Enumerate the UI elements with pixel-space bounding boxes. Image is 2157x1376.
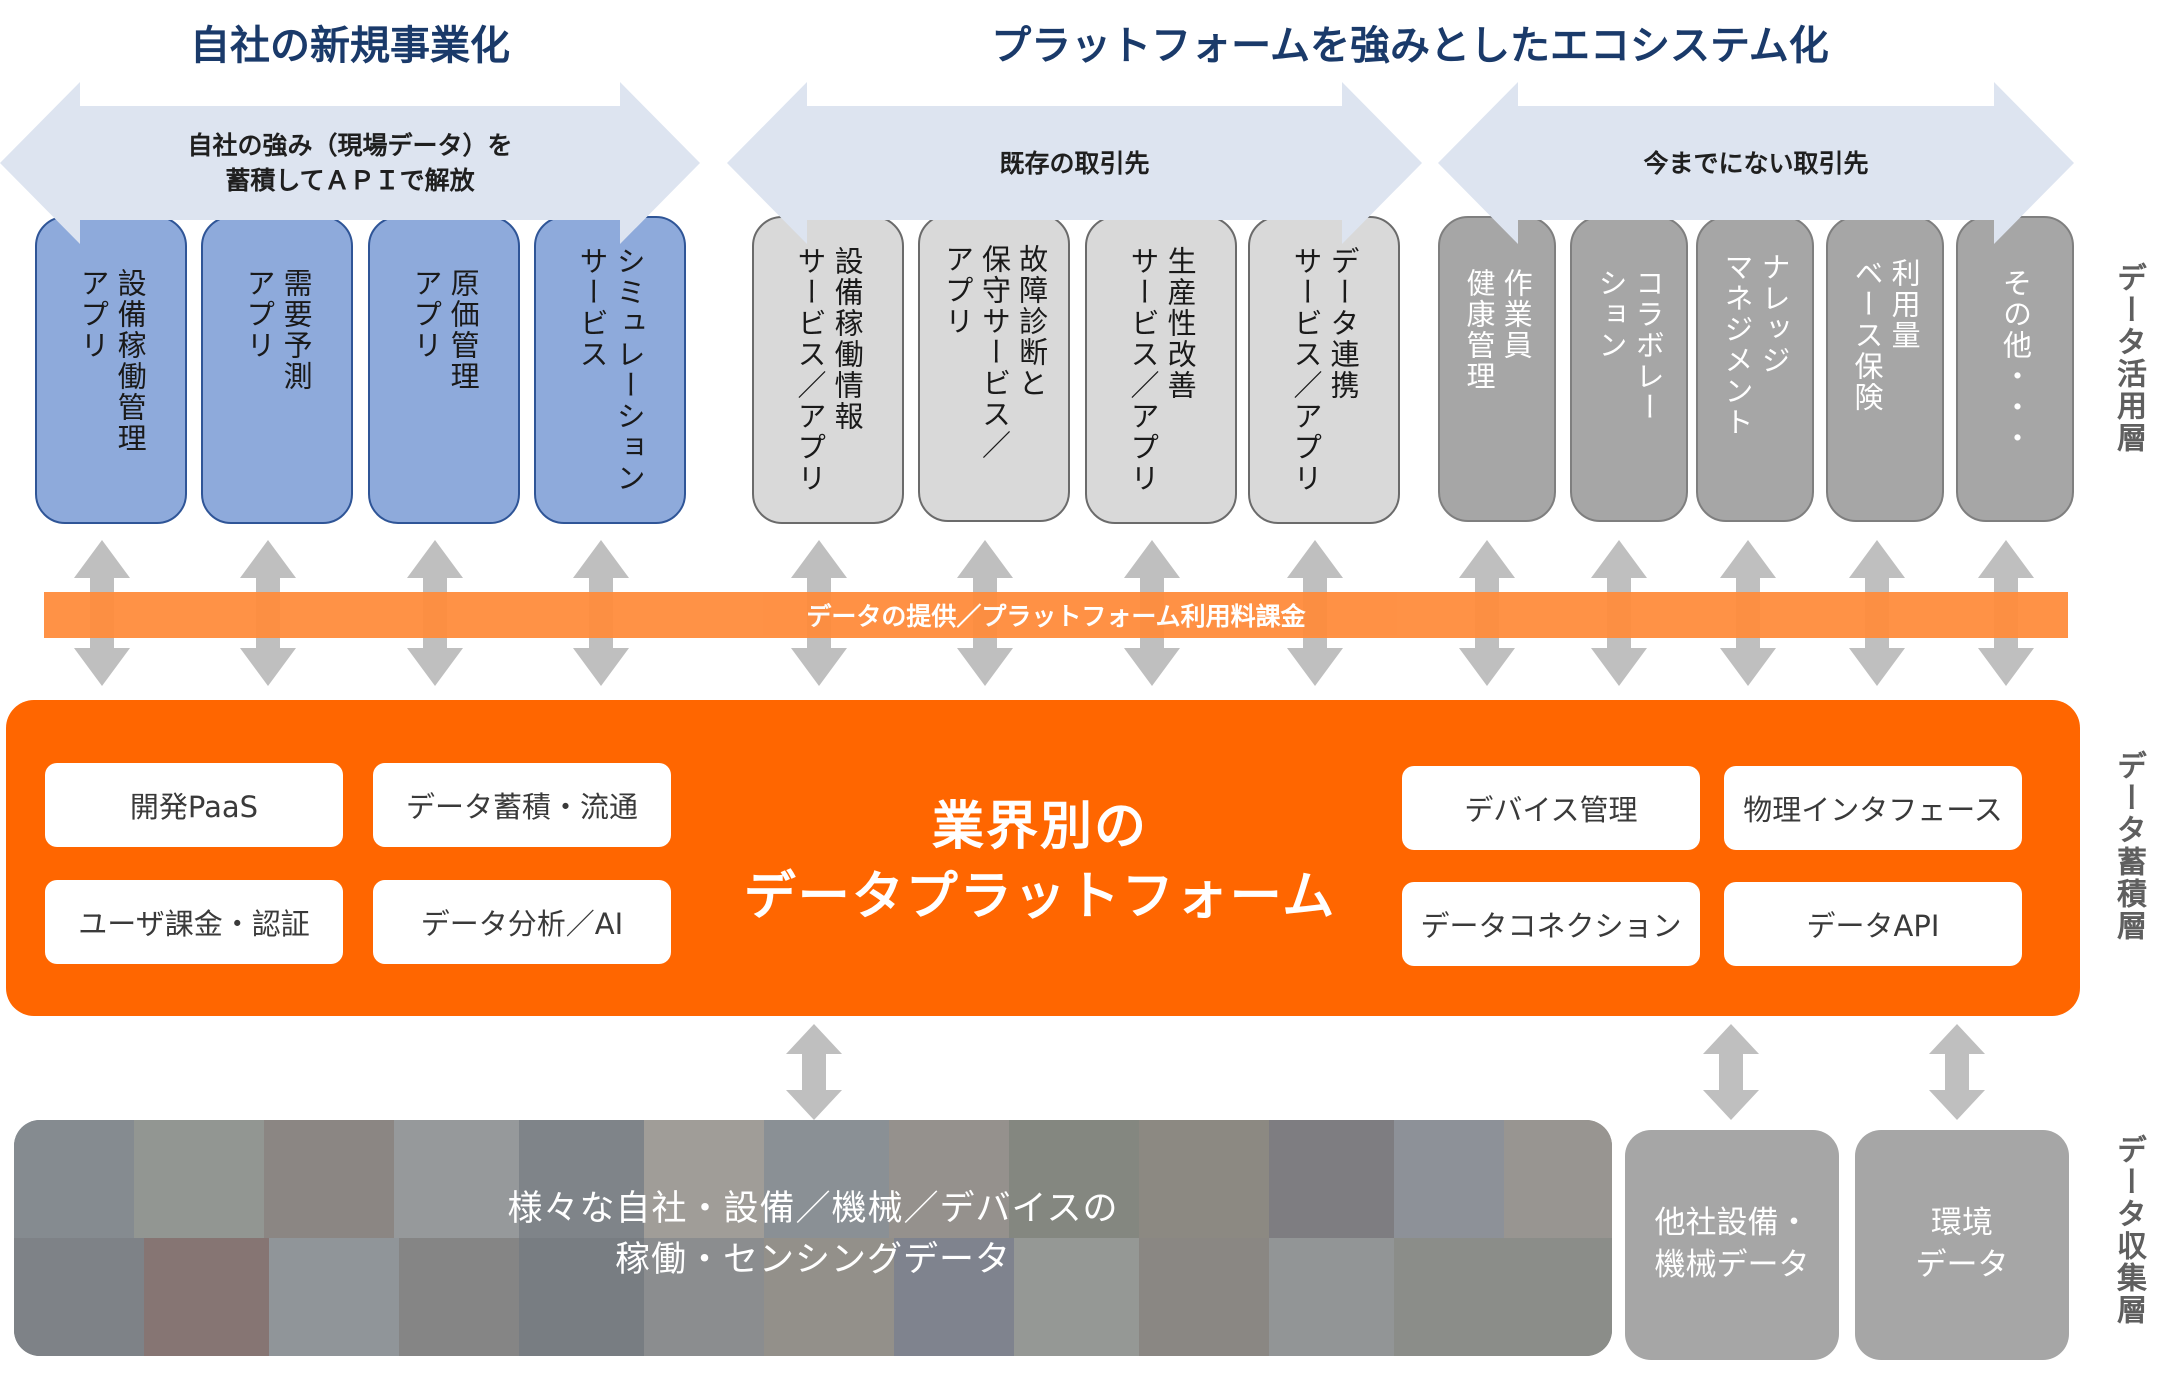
module-dev-paas[interactable]: 開発PaaS: [45, 763, 343, 847]
app-card-label: 設備稼働情報 サービス／アプリ: [793, 246, 865, 494]
heading-own-business: 自社の新規事業化: [190, 23, 510, 69]
app-card-data-integration[interactable]: データ連携 サービス／アプリ: [1248, 216, 1400, 524]
module-label: データ蓄積・流通: [405, 790, 638, 824]
module-label: データコネクション: [1420, 909, 1682, 943]
app-card-label: 設備稼働管理 アプリ: [76, 268, 148, 454]
banner-new-partners: 今までにない取引先: [1438, 82, 2074, 244]
double-arrow-icon: [786, 1024, 842, 1120]
source-label: 他社設備・ 機械データ: [1654, 1205, 1810, 1283]
module-device-management[interactable]: デバイス管理: [1402, 766, 1700, 850]
app-card-demand-forecast[interactable]: 需要予測 アプリ: [201, 216, 353, 524]
app-card-fault-diagnosis[interactable]: 故障診断と 保守サービス／ アプリ: [918, 214, 1070, 522]
app-card-cost-management[interactable]: 原価管理 アプリ: [368, 216, 520, 524]
module-label: 開発PaaS: [129, 790, 259, 824]
layer-label-collection: データ収集層: [2111, 1134, 2146, 1326]
app-card-worker-health[interactable]: 作業員 健康管理: [1438, 216, 1556, 522]
double-arrow-icon: [1703, 1024, 1759, 1120]
banner-own-strength: 自社の強み（現場データ）を 蓄積してＡＰＩで解放: [0, 82, 700, 244]
app-card-simulation[interactable]: シミュレーション サービス: [534, 216, 686, 524]
module-data-api[interactable]: データAPI: [1724, 882, 2022, 966]
module-physical-interface[interactable]: 物理インタフェース: [1724, 766, 2022, 850]
banner-new-partners-label: 今までにない取引先: [1643, 148, 1869, 178]
app-card-label: データ連携 サービス／アプリ: [1289, 246, 1361, 494]
banner-existing-partners-label: 既存の取引先: [999, 148, 1150, 178]
banner-arrow-shape: [1438, 82, 2074, 244]
module-data-storage-distribution[interactable]: データ蓄積・流通: [373, 763, 671, 847]
app-card-equipment-operation[interactable]: 設備稼働管理 アプリ: [35, 216, 187, 524]
banner-arrow-shape: [0, 82, 700, 244]
app-card-label: コラボレー ション: [1594, 268, 1666, 423]
module-label: 物理インタフェース: [1743, 793, 2003, 827]
own-sensing-data-photo-collage: 様々な自社・設備／機械／デバイスの 稼働・センシングデータ: [14, 1120, 1612, 1356]
banner-arrow-shape: [727, 82, 1422, 244]
module-data-connection[interactable]: データコネクション: [1402, 882, 1700, 966]
module-label: デバイス管理: [1464, 793, 1638, 827]
app-card-equipment-info-service[interactable]: 設備稼働情報 サービス／アプリ: [752, 216, 904, 524]
module-user-billing-auth[interactable]: ユーザ課金・認証: [45, 880, 343, 964]
app-card-collaboration[interactable]: コラボレー ション: [1570, 216, 1688, 522]
app-card-productivity[interactable]: 生産性改善 サービス／アプリ: [1085, 216, 1237, 524]
app-card-label: 原価管理 アプリ: [409, 268, 481, 392]
layer-label-usage: データ活用層: [2111, 262, 2146, 454]
app-card-label: 生産性改善 サービス／アプリ: [1126, 246, 1198, 494]
band-label: データの提供／プラットフォーム利用料課金: [806, 602, 1306, 631]
other-company-equipment-data: 他社設備・ 機械データ: [1625, 1130, 1839, 1360]
app-card-label: 作業員 健康管理: [1462, 268, 1534, 392]
banner-own-strength-label: 自社の強み（現場データ）を 蓄積してＡＰＩで解放: [187, 131, 513, 195]
module-data-analysis-ai[interactable]: データ分析／AI: [373, 880, 671, 964]
environment-data: 環境 データ: [1855, 1130, 2069, 1360]
own-sensing-data-label: 様々な自社・設備／機械／デバイスの 稼働・センシングデータ: [507, 1189, 1119, 1280]
app-card-label: その他・・・: [1998, 268, 2033, 454]
banner-existing-partners: 既存の取引先: [727, 82, 1422, 244]
app-card-label: 需要予測 アプリ: [242, 268, 314, 392]
app-card-others[interactable]: その他・・・: [1956, 216, 2074, 522]
module-label: データAPI: [1806, 909, 1940, 943]
data-provision-billing-band: データの提供／プラットフォーム利用料課金: [44, 592, 2068, 638]
layer-label-storage: データ蓄積層: [2111, 750, 2146, 942]
source-label: 環境 データ: [1915, 1205, 2009, 1283]
double-arrow-icon: [1929, 1024, 1985, 1120]
heading-ecosystem: プラットフォームを強みとしたエコシステム化: [991, 23, 1829, 69]
module-label: ユーザ課金・認証: [78, 907, 310, 941]
platform-title: 業界別の データプラットフォーム: [743, 797, 1337, 928]
app-card-knowledge-management[interactable]: ナレッジ マネジメント: [1696, 216, 1814, 522]
app-card-label: シミュレーション サービス: [575, 246, 647, 494]
app-card-label: 利用量 ベース保険: [1850, 258, 1922, 413]
app-card-label: 故障診断と 保守サービス／ アプリ: [940, 244, 1049, 461]
app-card-usage-insurance[interactable]: 利用量 ベース保険: [1826, 216, 1944, 522]
module-label: データ分析／AI: [420, 907, 624, 941]
app-card-label: ナレッジ マネジメント: [1720, 252, 1792, 438]
